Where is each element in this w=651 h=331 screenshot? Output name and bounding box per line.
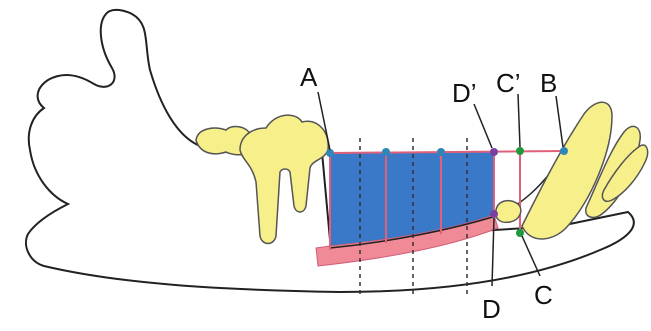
point-1: [382, 148, 390, 156]
label-d: D: [482, 294, 501, 324]
point-b: [560, 147, 568, 155]
leader-b: [556, 96, 563, 147]
point-d-prime: [490, 148, 498, 156]
point-d: [490, 210, 498, 218]
molar-tooth: [240, 115, 328, 243]
point-a: [326, 149, 334, 157]
reference-line-a-b: [330, 151, 564, 153]
leader-c: [522, 236, 540, 276]
label-b: B: [540, 68, 557, 98]
label-c-prime: C’: [496, 68, 521, 98]
label-a: A: [300, 62, 318, 92]
label-c: C: [534, 280, 553, 310]
point-c: [516, 229, 524, 237]
leader-c-prime: [518, 94, 520, 147]
point-2: [437, 148, 445, 156]
point-c-prime: [516, 147, 524, 155]
leader-d-prime: [474, 104, 492, 148]
label-d-prime: D’: [452, 78, 477, 108]
tooth-bud-d: [496, 201, 521, 223]
